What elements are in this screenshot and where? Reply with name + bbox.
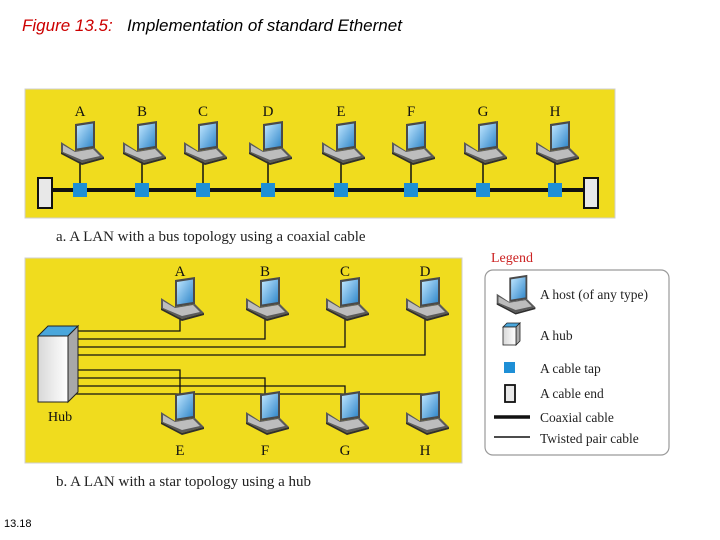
cable-tap — [334, 183, 348, 197]
twisted-pair-cable — [68, 312, 266, 340]
star-host-label: F — [261, 443, 269, 459]
legend-item-twisted-pair: Twisted pair cable — [540, 431, 639, 446]
legend-item-host: A host (of any type) — [540, 287, 648, 302]
cable-tap — [261, 183, 275, 197]
legend-item-coaxial: Coaxial cable — [540, 410, 614, 425]
figure-title: Figure 13.5: Implementation of standard … — [22, 16, 402, 36]
cable-end-left — [37, 177, 53, 209]
star-host-label: A — [175, 264, 186, 280]
star-host-label: E — [175, 443, 184, 459]
figure-title-text: Implementation of standard Ethernet — [126, 16, 402, 35]
bus-host-label: G — [478, 104, 489, 120]
cable-tap — [73, 183, 87, 197]
cable-end-right — [583, 177, 599, 209]
figure-number: Figure 13.5: — [22, 16, 113, 35]
twisted-pair-cable — [68, 312, 426, 356]
page-number: 13.18 — [4, 518, 32, 530]
star-host-label: C — [340, 264, 350, 280]
bus-caption: a. A LAN with a bus topology using a coa… — [56, 229, 366, 245]
bus-host-label: F — [407, 104, 415, 120]
star-host-label: B — [260, 264, 270, 280]
hub-icon — [502, 322, 521, 346]
star-host-label: H — [420, 443, 431, 459]
hub-icon — [36, 324, 80, 404]
cable-tap — [196, 183, 210, 197]
legend-item-cable-tap: A cable tap — [540, 361, 601, 376]
star-host-label: G — [340, 443, 351, 459]
hub-label: Hub — [48, 410, 72, 425]
bus-host-label: E — [336, 104, 345, 120]
bus-host-label: A — [75, 104, 86, 120]
legend-box: A host (of any type) A hub A cable tap A… — [484, 269, 670, 456]
cable-tap — [548, 183, 562, 197]
cable-tap — [135, 183, 149, 197]
cable-tap — [476, 183, 490, 197]
bus-topology-panel: A B C D E F G H — [24, 88, 616, 219]
bus-host-label: H — [550, 104, 561, 120]
legend-item-hub: A hub — [540, 328, 573, 343]
legend-item-cable-end: A cable end — [540, 386, 604, 401]
star-caption: b. A LAN with a star topology using a hu… — [56, 474, 311, 490]
bus-host-label: B — [137, 104, 147, 120]
bus-host-label: D — [263, 104, 274, 120]
bus-host-label: C — [198, 104, 208, 120]
star-topology-panel: Hub A B C D E F G H — [24, 257, 463, 464]
cable-tap — [404, 183, 418, 197]
cable-tap-icon — [504, 362, 515, 373]
twisted-pair-cable — [68, 312, 346, 348]
cable-end-icon — [504, 384, 516, 403]
legend-title: Legend — [491, 251, 533, 266]
star-host-label: D — [420, 264, 431, 280]
